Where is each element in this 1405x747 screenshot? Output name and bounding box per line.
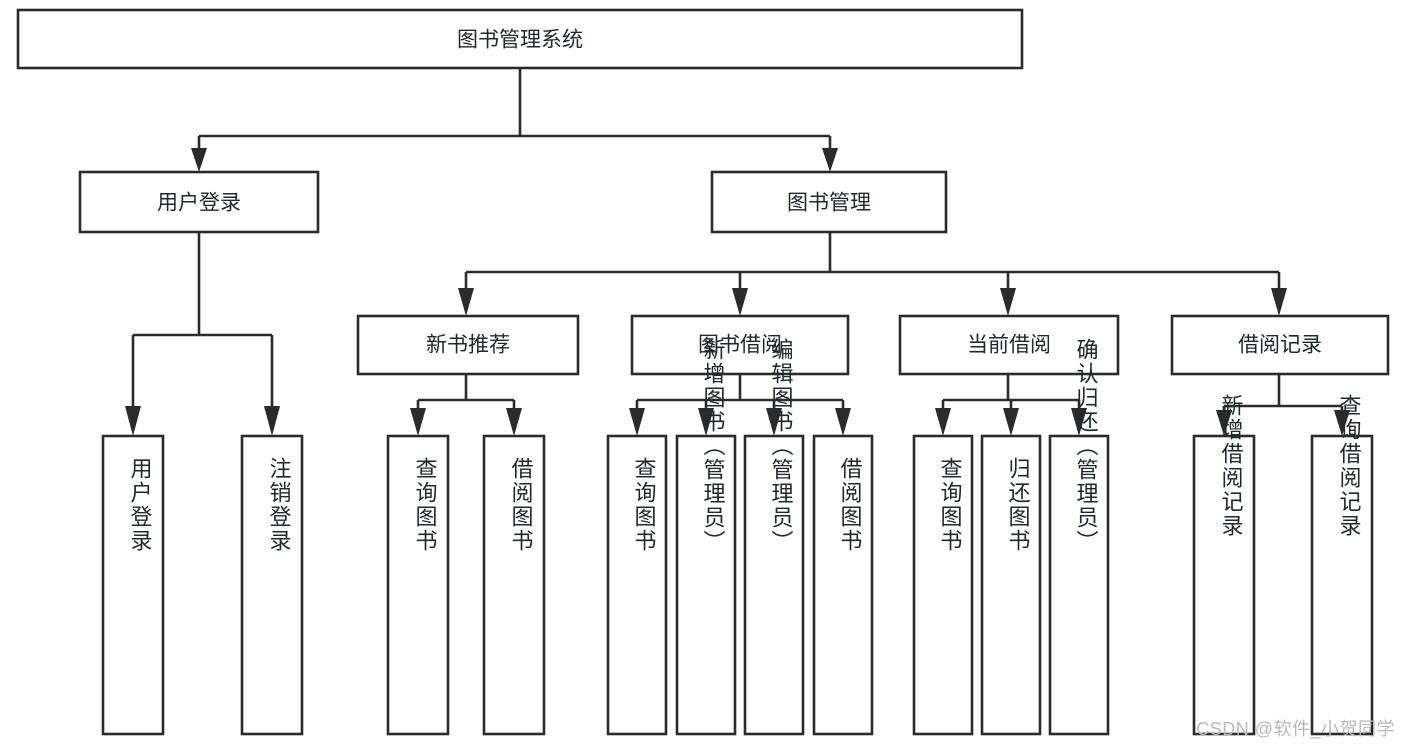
node-current-borrow-box[interactable] [898,314,1120,376]
arrow-to-leaf-confirm-return [1071,408,1087,436]
node-leaf-borrow-book-2-box[interactable] [812,434,874,736]
node-new-book-recommend-label: 新书推荐 [426,334,510,357]
arrow-to-leaf-return-book [1003,408,1019,436]
node-leaf-edit-book[interactable]: 编辑图书（管理员） [743,338,805,736]
node-leaf-logout-label: 注销登录 [267,457,292,553]
node-borrow-record-label: 借阅记录 [1238,334,1322,357]
node-leaf-query-book-1-box[interactable] [386,434,450,736]
arrow-to-user-login [191,148,207,172]
arrow-to-book-borrow [732,288,748,316]
node-leaf-borrow-book-1-box[interactable] [482,434,546,736]
node-borrow-record-box[interactable] [1170,314,1390,376]
node-leaf-edit-book-box[interactable] [743,434,805,736]
node-leaf-confirm-return-label: 确认归还（管理员） [1074,338,1099,554]
node-leaf-borrow-book-1-label: 借阅图书 [509,457,534,553]
node-leaf-query-book-2-label: 查询图书 [632,457,657,553]
node-user-login[interactable]: 用户登录 [78,170,320,234]
node-leaf-borrow-book-2-label: 借阅图书 [838,457,863,553]
node-root-box[interactable] [16,8,1024,70]
node-leaf-return-book-label: 归还图书 [1006,457,1031,553]
arrow-to-leaf-borrow-book-1 [506,408,522,436]
node-leaf-query-book-1-label: 查询图书 [413,457,438,553]
node-leaf-add-book[interactable]: 新增图书（管理员） [675,338,737,736]
arrow-to-leaf-query-book-2 [629,408,645,436]
node-current-borrow-label: 当前借阅 [967,334,1051,357]
arrow-to-borrow-record [1271,288,1287,316]
node-leaf-logout[interactable]: 注销登录 [240,434,304,736]
node-leaf-borrow-book-1[interactable]: 借阅图书 [482,434,546,736]
arrow-to-leaf-borrow-book-2 [835,408,851,436]
node-leaf-query-book-3[interactable]: 查询图书 [912,434,974,736]
node-leaf-borrow-book-2[interactable]: 借阅图书 [812,434,874,736]
node-leaf-query-book-3-label: 查询图书 [938,457,963,553]
node-leaf-query-book-2-box[interactable] [606,434,668,736]
node-leaf-return-book-box[interactable] [980,434,1042,736]
node-leaf-logout-box[interactable] [240,434,304,736]
node-leaf-query-record[interactable]: 查询借阅记录 [1310,394,1374,736]
node-leaf-user-login-label: 用户登录 [128,457,153,553]
node-user-login-label: 用户登录 [157,192,241,215]
arrow-to-leaf-query-book-3 [935,408,951,436]
arrow-to-book-manage [822,148,838,172]
node-user-login-box[interactable] [78,170,320,234]
node-leaf-query-book-1[interactable]: 查询图书 [386,434,450,736]
arrow-to-leaf-add-record [1216,410,1232,436]
node-root[interactable]: 图书管理系统 [16,8,1024,70]
node-root-label: 图书管理系统 [457,29,583,52]
node-leaf-query-book-3-box[interactable] [912,434,974,736]
node-leaf-query-book-2[interactable]: 查询图书 [606,434,668,736]
node-leaf-user-login-box[interactable] [101,434,165,736]
node-leaf-add-book-label: 新增图书（管理员） [701,338,726,554]
node-book-manage[interactable]: 图书管理 [710,170,948,234]
node-leaf-query-record-box[interactable] [1310,434,1374,736]
edges-layer [125,68,1350,436]
node-leaf-add-record-box[interactable] [1192,434,1256,736]
arrow-to-leaf-logout [264,406,280,436]
node-leaf-add-record[interactable]: 新增借阅记录 [1192,394,1256,736]
node-new-book-recommend-box[interactable] [356,314,580,376]
node-leaf-return-book[interactable]: 归还图书 [980,434,1042,736]
arrow-to-current-borrow [1000,288,1016,316]
node-leaf-add-book-box[interactable] [675,434,737,736]
arrow-to-leaf-edit-book [766,408,782,436]
arrow-to-leaf-add-book [698,408,714,436]
node-leaf-confirm-return-box[interactable] [1048,434,1110,736]
node-new-book-recommend[interactable]: 新书推荐 [356,314,580,376]
nodes-layer: 图书管理系统 用户登录 图书管理 新书推荐 图书借阅 当前 [16,8,1390,736]
node-leaf-query-record-label: 查询借阅记录 [1337,394,1362,538]
node-leaf-edit-book-label: 编辑图书（管理员） [769,338,794,554]
node-book-borrow-label: 图书借阅 [698,334,782,357]
arrow-to-new-book-recommend [458,288,474,316]
arrow-to-leaf-user-login [125,406,141,436]
node-leaf-add-record-label: 新增借阅记录 [1219,394,1244,538]
node-book-borrow[interactable]: 图书借阅 [630,314,850,376]
node-book-borrow-box[interactable] [630,314,850,376]
node-leaf-confirm-return[interactable]: 确认归还（管理员） [1048,338,1110,736]
node-current-borrow[interactable]: 当前借阅 [898,314,1120,376]
node-book-manage-box[interactable] [710,170,948,234]
node-borrow-record[interactable]: 借阅记录 [1170,314,1390,376]
node-leaf-user-login[interactable]: 用户登录 [101,434,165,736]
node-book-manage-label: 图书管理 [787,192,871,215]
arrow-to-leaf-query-book-1 [410,408,426,436]
arrow-to-leaf-query-record [1334,410,1350,436]
